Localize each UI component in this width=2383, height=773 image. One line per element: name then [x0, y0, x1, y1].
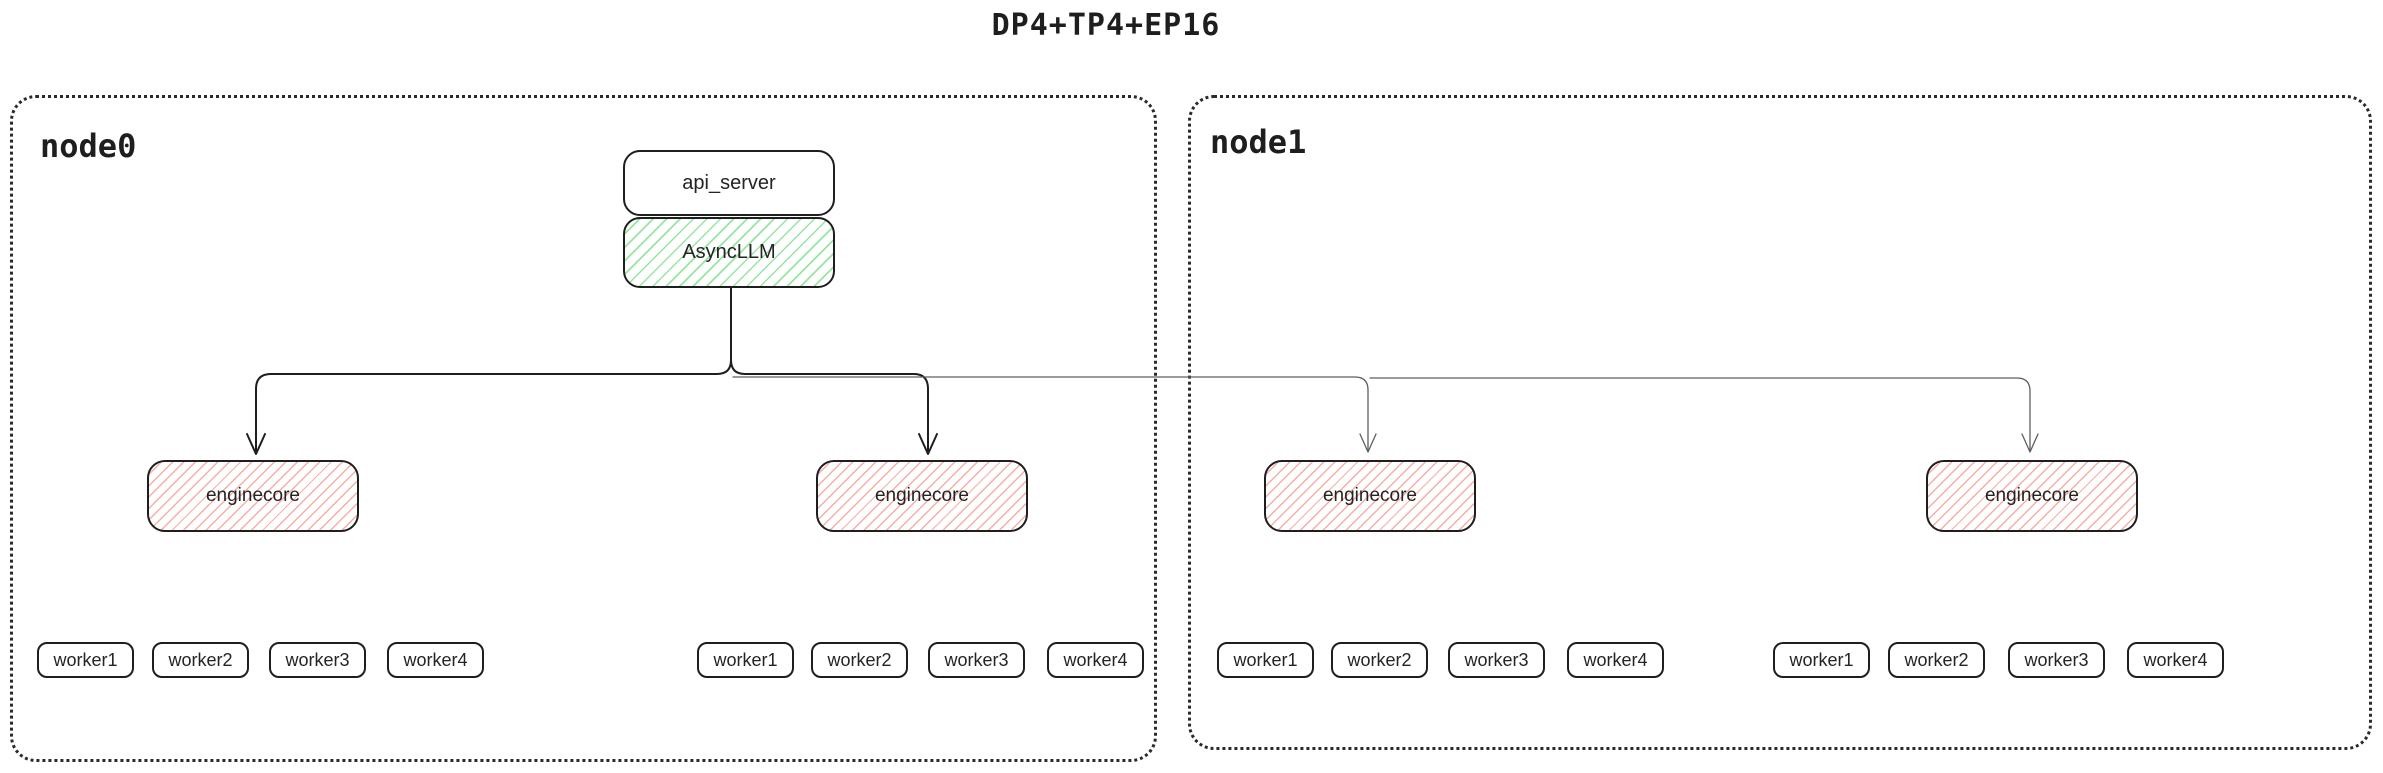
worker-box: worker2: [1331, 642, 1428, 678]
enginecore-label: enginecore: [205, 485, 301, 506]
worker-label: worker3: [1464, 649, 1529, 670]
worker-box: worker4: [1567, 642, 1664, 678]
worker-box: worker2: [152, 642, 249, 678]
worker-label: worker3: [2024, 649, 2089, 670]
worker-box: worker2: [1888, 642, 1985, 678]
async-llm-box: AsyncLLM: [623, 217, 835, 288]
worker-label: worker3: [944, 649, 1009, 670]
enginecore-box-4: enginecore: [1926, 460, 2138, 532]
worker-label: worker1: [713, 649, 778, 670]
node1-label: node1: [1210, 123, 1307, 161]
api-server-box: api_server: [623, 150, 835, 216]
enginecore-label: enginecore: [1984, 485, 2080, 506]
worker-label: worker1: [1789, 649, 1854, 670]
diagram-title: DP4+TP4+EP16: [991, 8, 1221, 43]
worker-label: worker2: [1347, 649, 1412, 670]
worker-label: worker2: [168, 649, 233, 670]
worker-label: worker3: [285, 649, 350, 670]
worker-box: worker2: [811, 642, 908, 678]
worker-label: worker2: [1904, 649, 1969, 670]
worker-label: worker2: [827, 649, 892, 670]
worker-box: worker1: [1217, 642, 1314, 678]
worker-box: worker4: [387, 642, 484, 678]
worker-box: worker4: [2127, 642, 2224, 678]
worker-box: worker3: [2008, 642, 2105, 678]
worker-box: worker1: [1773, 642, 1870, 678]
enginecore-label: enginecore: [874, 485, 970, 506]
enginecore-box-2: enginecore: [816, 460, 1028, 532]
worker-box: worker4: [1047, 642, 1144, 678]
api-server-label: api_server: [682, 171, 776, 194]
async-llm-label: AsyncLLM: [682, 241, 776, 263]
enginecore-box-3: enginecore: [1264, 460, 1476, 532]
worker-box: worker1: [37, 642, 134, 678]
worker-label: worker4: [1063, 649, 1128, 670]
worker-label: worker1: [1233, 649, 1298, 670]
enginecore-label: enginecore: [1322, 485, 1418, 506]
worker-box: worker3: [1448, 642, 1545, 678]
worker-label: worker4: [2143, 649, 2208, 670]
enginecore-box-1: enginecore: [147, 460, 359, 532]
worker-box: worker1: [697, 642, 794, 678]
node0-label: node0: [40, 127, 137, 165]
worker-label: worker4: [1583, 649, 1648, 670]
worker-label: worker4: [403, 649, 468, 670]
worker-box: worker3: [269, 642, 366, 678]
worker-label: worker1: [53, 649, 118, 670]
worker-box: worker3: [928, 642, 1025, 678]
